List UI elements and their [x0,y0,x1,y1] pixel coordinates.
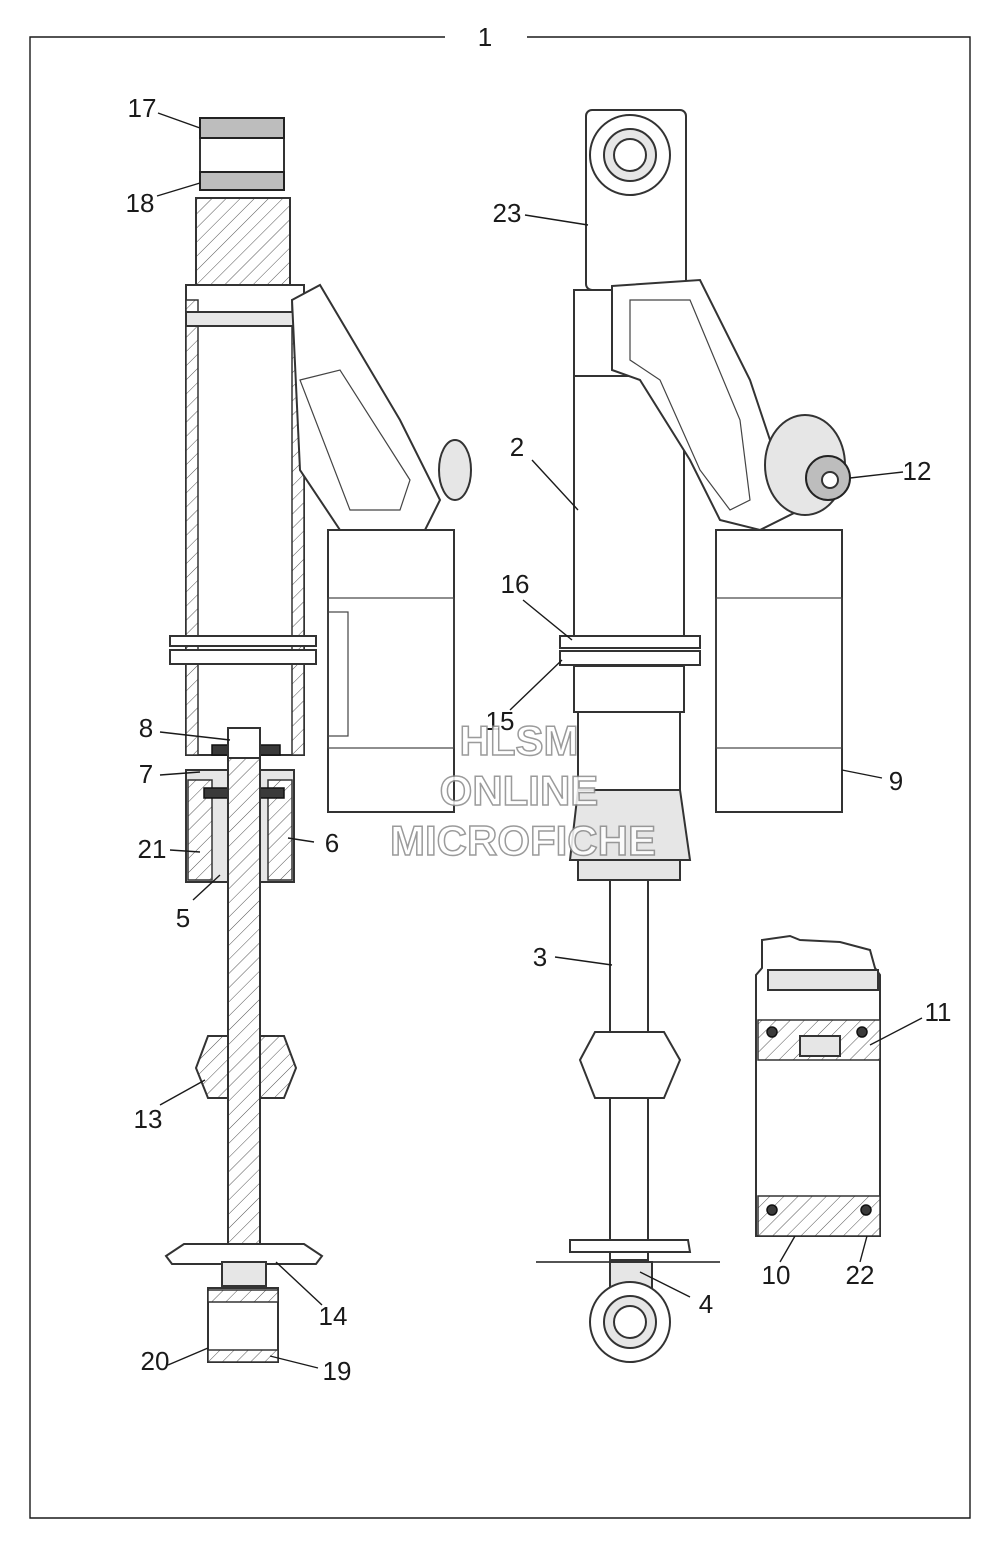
callout-17: 17 [128,93,157,123]
watermark: HLSM ONLINE MICROFICHE [389,716,657,865]
reservoir-can-9 [715,529,843,813]
callout-21: 21 [138,834,167,864]
callout-2: 2 [510,432,524,462]
oring-22 [766,1204,778,1216]
body-lower-sleeve [573,665,685,713]
cutaway-shock-view [164,117,472,1363]
reservoir-arm-cut [290,283,442,531]
callout-18: 18 [126,188,155,218]
callout-11: 11 [925,997,952,1027]
callout-20: 20 [141,1346,170,1376]
body-head-section [195,197,291,286]
body-cylinder-cut [185,284,305,756]
watermark-line-2: ONLINE [440,767,599,814]
collar-top [169,635,317,647]
callout-22: 22 [846,1260,875,1290]
assembly-number: 1 [478,22,492,52]
bushing-19 [207,1349,279,1363]
callout-labels: 17 18 8 7 21 5 6 13 14 20 19 23 2 16 15 … [126,93,952,1386]
bushing-17 [199,117,285,139]
callout-15: 15 [486,706,515,736]
preload-ring-15 [559,650,701,666]
callout-13: 13 [134,1104,163,1134]
callout-23: 23 [493,198,522,228]
bushing-20 [207,1289,279,1303]
adjuster-knob-cut [438,439,472,501]
callout-6: 6 [325,828,339,858]
callout-leaders [156,112,923,1369]
callout-14: 14 [319,1301,348,1331]
callout-19: 19 [323,1356,352,1386]
bumper [578,1031,682,1099]
watermark-line-3: MICROFICHE [390,817,656,864]
bumper-13-right [259,1035,298,1099]
callout-9: 9 [889,766,903,796]
bumper-13-left [194,1035,229,1099]
collar-bottom [169,649,317,665]
exterior-shock-view [536,109,851,1363]
end-cap-10 [757,1195,881,1237]
callout-8: 8 [139,713,153,743]
bushing-18 [199,171,285,191]
callout-12: 12 [903,456,932,486]
callout-3: 3 [533,942,547,972]
shaft-cut [227,727,261,1259]
preload-ring-16 [559,635,701,649]
cylinder-cap [185,311,305,327]
reservoir-can-cut [327,529,455,813]
cylinder-wall-left [185,299,199,756]
reservoir-piston-inset [755,934,881,1237]
bottom-cup [569,1239,692,1253]
bottom-cup-14 [164,1243,324,1265]
callout-5: 5 [176,903,190,933]
seal-head [568,789,692,861]
callout-4: 4 [699,1289,713,1319]
callout-16: 16 [501,569,530,599]
callout-10: 10 [762,1260,791,1290]
watermark-line-1: HLSM [460,717,579,764]
diagram-frame: 1 [29,22,971,1519]
callout-7: 7 [139,759,153,789]
